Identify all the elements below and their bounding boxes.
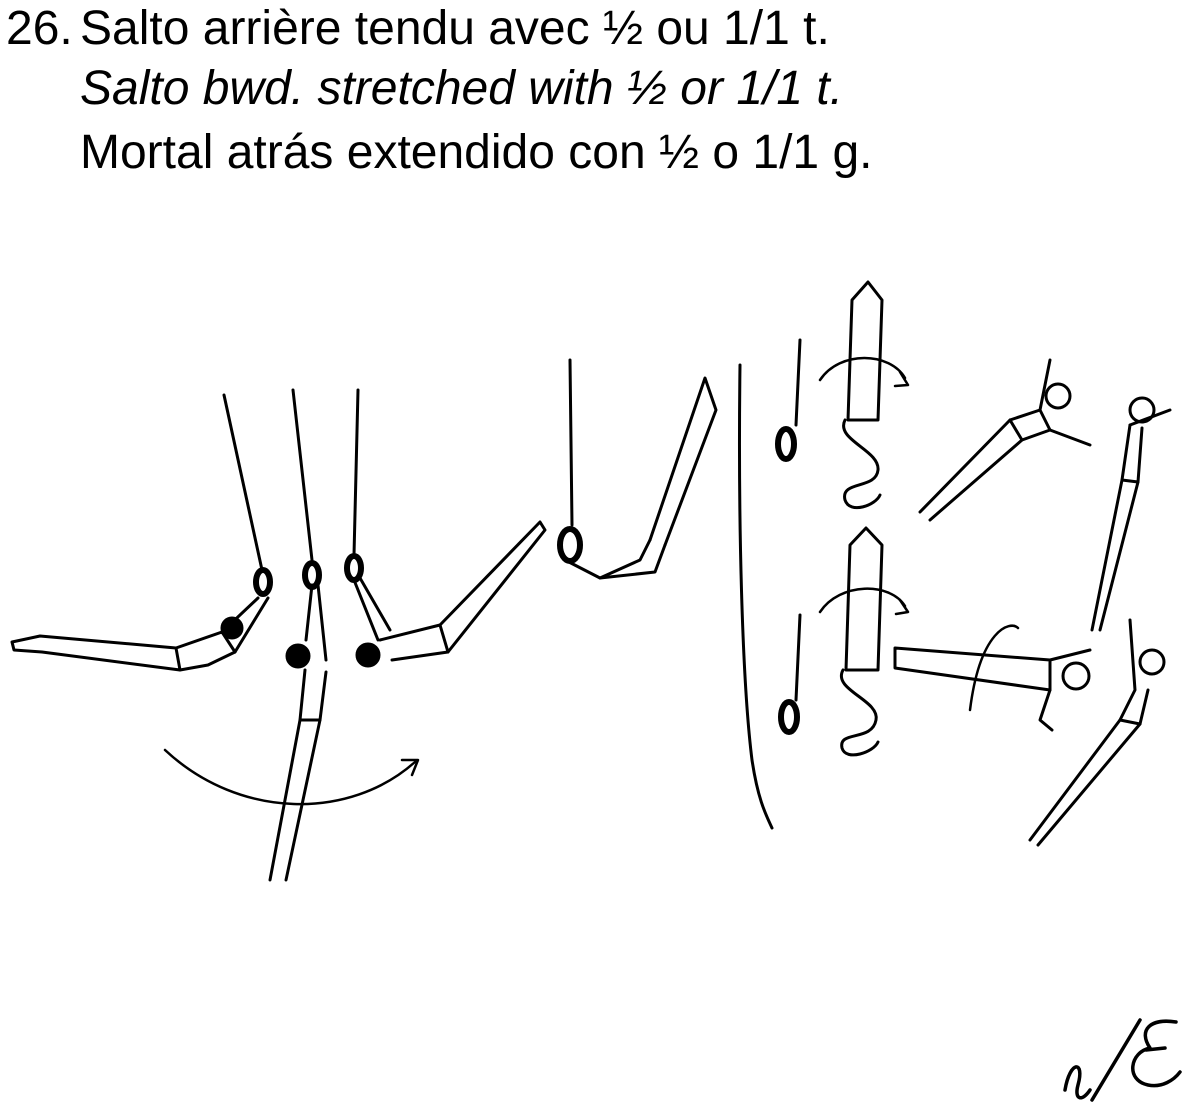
gymnast-figure-6-inverted xyxy=(820,528,908,755)
sequence-divider xyxy=(740,365,773,828)
gymnast-figure-1 xyxy=(12,598,268,670)
ring-ropes xyxy=(224,340,800,700)
gymnast-figure-7 xyxy=(920,360,1090,520)
gymnast-figure-4 xyxy=(565,378,716,578)
signature-icon xyxy=(1065,1020,1180,1100)
gymnast-figure-8 xyxy=(1092,398,1170,630)
gymnast-figure-10 xyxy=(1030,620,1164,845)
gymnast-figure-9-horizontal xyxy=(895,626,1090,730)
gymnast-figure-3 xyxy=(354,522,545,666)
rings xyxy=(256,429,797,732)
gymnast-figure-5-inverted xyxy=(820,282,908,508)
gymnast-figure-2 xyxy=(270,585,326,880)
